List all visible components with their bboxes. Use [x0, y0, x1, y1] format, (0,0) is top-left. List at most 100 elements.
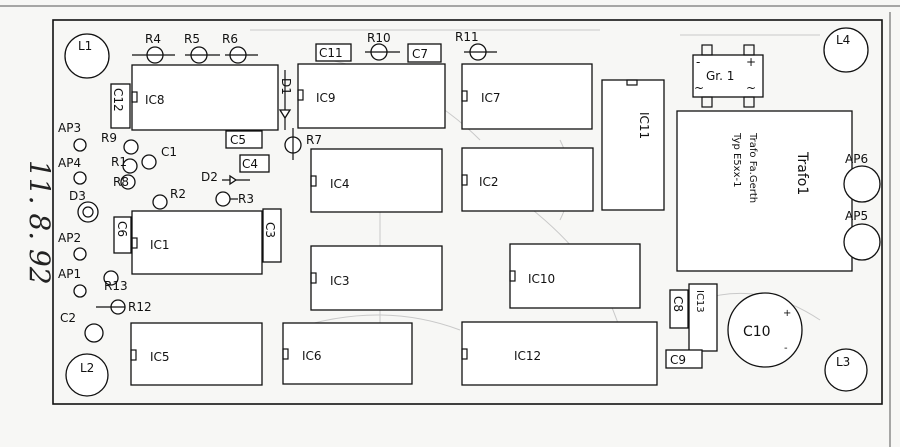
- svg-text:AP4: AP4: [58, 156, 81, 170]
- svg-text:AP2: AP2: [58, 231, 81, 245]
- capacitor-c11: C11: [315, 43, 352, 62]
- ic-ic7: IC7: [461, 63, 593, 130]
- mounting-hole-l4: L4: [823, 27, 869, 73]
- svg-text:Trafo1: Trafo1: [794, 151, 810, 195]
- svg-text:IC8: IC8: [145, 93, 165, 107]
- svg-text:AP5: AP5: [845, 209, 868, 223]
- svg-text:IC10: IC10: [528, 272, 555, 286]
- ic-ic5: IC5: [130, 322, 263, 386]
- mounting-hole-l3: L3: [824, 348, 868, 392]
- capacitor-c4: C4: [239, 154, 270, 173]
- board-outline: [52, 19, 883, 405]
- svg-text:-: -: [784, 343, 788, 354]
- svg-text:IC12: IC12: [514, 349, 541, 363]
- svg-text:IC5: IC5: [150, 350, 170, 364]
- capacitor-c5: C5: [225, 130, 263, 149]
- capacitor-c3: C3: [262, 208, 282, 263]
- svg-text:R8: R8: [113, 175, 129, 189]
- svg-text:R2: R2: [170, 187, 186, 201]
- resistor-r7: R7: [284, 128, 322, 160]
- capacitor-c12: C12: [110, 83, 131, 129]
- test-point-ap5: AP5: [843, 209, 881, 261]
- svg-text:C10: C10: [743, 324, 771, 340]
- test-point-ap4: AP4: [58, 156, 87, 185]
- svg-text:R11: R11: [455, 30, 479, 44]
- resistor-r6: R6: [222, 32, 258, 64]
- resistor-r9: R9: [101, 131, 139, 155]
- svg-text:R10: R10: [367, 31, 391, 45]
- svg-text:C12: C12: [111, 88, 125, 112]
- capacitor-c2: C2: [60, 311, 104, 343]
- svg-text:L3: L3: [836, 355, 850, 369]
- ic-ic10: IC10: [509, 243, 641, 309]
- resistor-r1: R1: [111, 155, 138, 174]
- svg-text:IC2: IC2: [479, 175, 499, 189]
- svg-text:C2: C2: [60, 311, 76, 325]
- svg-text:IC4: IC4: [330, 177, 350, 191]
- svg-text:D3: D3: [69, 189, 86, 203]
- transformer-trafo1: Trafo1 Trafo Fa.Gerth Typ E5xx-1: [676, 110, 853, 272]
- ic-ic4: IC4: [310, 148, 443, 213]
- diode-d2: D2: [201, 170, 250, 186]
- svg-text:IC3: IC3: [330, 274, 350, 288]
- svg-text:L2: L2: [80, 361, 94, 375]
- ic-ic1: IC1: [131, 210, 263, 275]
- ic-ic12: IC12: [461, 321, 658, 386]
- resistor-r2: R2: [152, 187, 186, 210]
- capacitor-c8: C8: [669, 289, 689, 329]
- svg-text:R9: R9: [101, 131, 117, 145]
- svg-text:D1: D1: [279, 78, 293, 95]
- svg-text:C7: C7: [412, 47, 428, 61]
- diode-d1: D1: [278, 70, 293, 130]
- diode-d3: D3: [69, 189, 99, 223]
- svg-text:IC7: IC7: [481, 91, 501, 105]
- rectifier-gr1: Gr. 1 ~ ~ + -: [692, 44, 764, 108]
- svg-text:R1: R1: [111, 155, 127, 169]
- svg-text:L4: L4: [836, 33, 850, 47]
- svg-text:+: +: [783, 308, 791, 319]
- svg-text:IC11: IC11: [637, 112, 651, 139]
- svg-text:Gr. 1: Gr. 1: [706, 69, 734, 83]
- svg-text:R4: R4: [145, 32, 161, 46]
- svg-text:C8: C8: [671, 296, 685, 312]
- svg-text:C1: C1: [161, 145, 177, 159]
- test-point-ap3: AP3: [58, 121, 87, 152]
- svg-text:L1: L1: [78, 39, 92, 53]
- test-point-ap2: AP2: [58, 231, 87, 261]
- svg-text:AP1: AP1: [58, 267, 81, 281]
- svg-text:IC6: IC6: [302, 349, 322, 363]
- svg-text:~: ~: [694, 81, 704, 95]
- resistor-r4: R4: [132, 32, 175, 64]
- resistor-r11: R11: [455, 30, 497, 61]
- svg-text:IC1: IC1: [150, 238, 170, 252]
- svg-text:R3: R3: [238, 192, 254, 206]
- ic-ic9: IC9: [297, 63, 446, 129]
- ic-ic6: IC6: [282, 322, 413, 385]
- ic-ic11: IC11: [601, 79, 665, 211]
- resistor-r8: R8: [113, 174, 136, 190]
- handwritten-date: 11. 8. 92: [23, 160, 56, 285]
- svg-text:C3: C3: [263, 222, 277, 238]
- resistor-r5: R5: [184, 32, 220, 64]
- ic-ic2: IC2: [461, 147, 594, 212]
- svg-text:Typ E5xx-1: Typ E5xx-1: [731, 132, 742, 187]
- svg-text:IC13: IC13: [694, 290, 705, 313]
- ic-ic8: IC8: [131, 64, 279, 131]
- mounting-hole-l2: L2: [65, 353, 109, 397]
- test-point-ap1: AP1: [58, 267, 87, 298]
- capacitor-c7: C7: [407, 43, 442, 63]
- svg-text:R13: R13: [104, 279, 128, 293]
- svg-text:R6: R6: [222, 32, 238, 46]
- svg-text:C4: C4: [242, 157, 258, 171]
- svg-text:R7: R7: [306, 133, 322, 147]
- svg-text:R5: R5: [184, 32, 200, 46]
- svg-text:~: ~: [746, 81, 756, 95]
- capacitor-c1: C1: [141, 145, 177, 170]
- svg-text:+: +: [746, 55, 756, 69]
- ic-ic13: IC13: [688, 283, 718, 352]
- svg-text:IC9: IC9: [316, 91, 336, 105]
- capacitor-c6: C6: [113, 216, 132, 254]
- resistor-r10: R10: [365, 31, 400, 61]
- resistor-r12: R12: [96, 299, 152, 315]
